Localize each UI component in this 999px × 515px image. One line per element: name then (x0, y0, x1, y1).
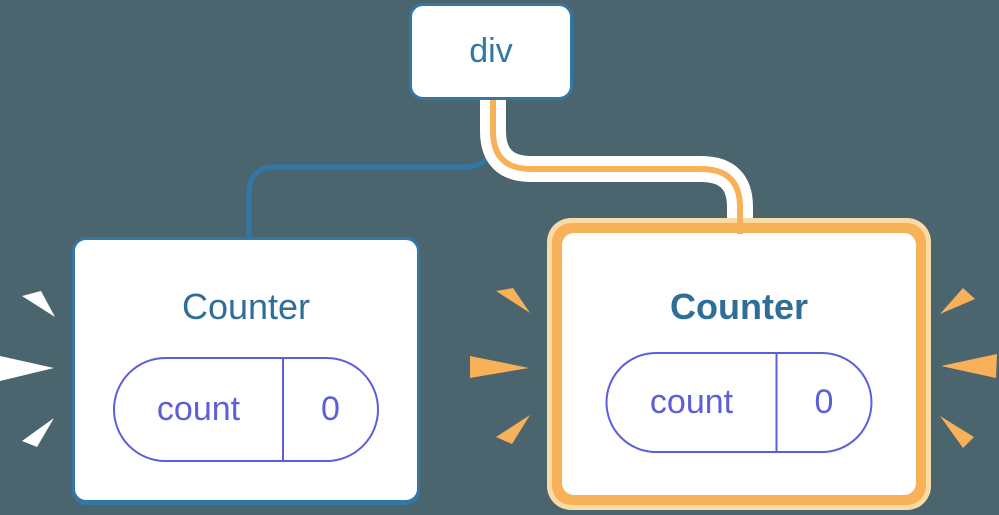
spark-icon (496, 288, 530, 313)
state-value: 0 (814, 383, 834, 421)
state-pill: count 0 (113, 357, 379, 462)
root-node-label: div (469, 32, 513, 70)
connector-right-entry-icon (737, 215, 743, 234)
connector-right-icon (490, 98, 743, 220)
emphasis-sparks-middle (470, 288, 530, 444)
spark-icon (941, 354, 997, 378)
spark-icon (940, 288, 975, 314)
spark-icon (22, 418, 54, 447)
state-key: count (608, 354, 778, 451)
spark-icon (496, 415, 530, 444)
emphasis-sparks-left (0, 291, 55, 447)
counter-card-left: Counter count 0 (72, 237, 420, 503)
counter-card-right: Counter count 0 (562, 233, 916, 495)
card-title: Counter (670, 286, 808, 327)
counter-card-right-orange-ring: Counter count 0 (552, 223, 926, 505)
connector-right-outline-icon (480, 98, 753, 219)
state-value: 0 (321, 390, 340, 428)
emphasis-sparks-right (940, 288, 997, 448)
card-title: Counter (181, 286, 311, 327)
state-pill: count 0 (605, 352, 873, 453)
root-node-div: div (409, 3, 573, 100)
spark-icon (940, 416, 974, 448)
spark-icon (0, 356, 54, 381)
spark-icon (22, 291, 55, 317)
connector-left-icon (246, 100, 495, 240)
spark-icon (470, 356, 529, 378)
counter-card-right-highlight-ring: Counter count 0 (547, 218, 931, 510)
state-key: count (115, 359, 284, 460)
